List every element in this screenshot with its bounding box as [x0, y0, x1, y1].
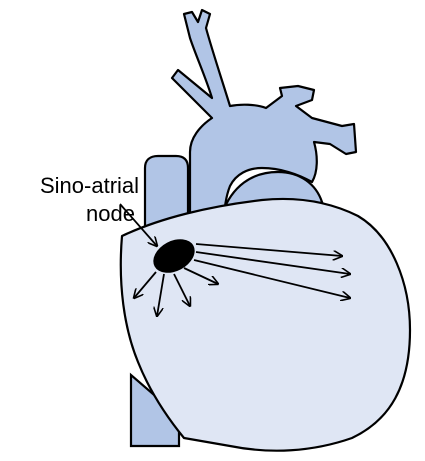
sa-node-label-line1: Sino-atrial — [40, 173, 139, 199]
sa-node-label-line2: node — [86, 201, 135, 227]
heart-body — [121, 199, 410, 451]
